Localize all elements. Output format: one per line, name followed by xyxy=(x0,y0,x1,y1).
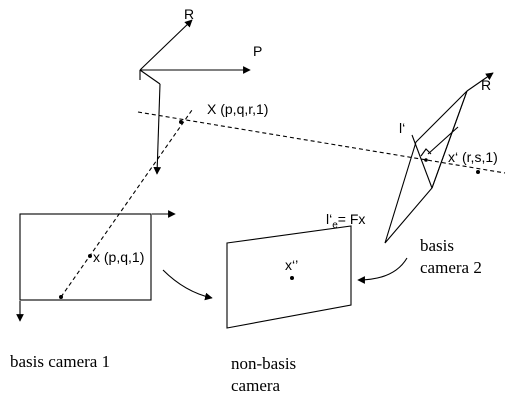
epipolar-line xyxy=(411,134,433,189)
right-angle-mark xyxy=(420,148,432,157)
camera2-caption-line1: basis xyxy=(420,236,454,255)
axis-p-label: P xyxy=(253,43,262,59)
camera1-center xyxy=(59,295,63,299)
camera3-caption-line1: non-basis xyxy=(231,354,296,373)
camera3-caption-line2: camera xyxy=(231,376,281,395)
camera1-caption: basis camera 1 xyxy=(10,352,110,371)
image-point-x3 xyxy=(290,276,294,280)
eq-sub: e xyxy=(332,220,338,231)
world-axes: R P xyxy=(139,6,262,175)
camera2-plane xyxy=(384,90,468,244)
world-point-x xyxy=(179,120,183,124)
camera2-axis-r xyxy=(466,72,494,92)
epipolar-equation: l‘e= Fx xyxy=(326,211,365,231)
ray-cam1 xyxy=(60,109,193,298)
image-point-x-label: x (p,q,1) xyxy=(93,249,144,265)
epipolar-line-label: l‘ xyxy=(399,120,405,136)
camera2-inner-line xyxy=(427,126,459,155)
image-point-x3-label: x‘’ xyxy=(285,257,298,273)
axis-z-line xyxy=(153,83,162,175)
ray-to-cam2 xyxy=(137,111,506,174)
world-point-label: X (p,q,r,1) xyxy=(207,101,268,117)
epipole-point xyxy=(476,170,480,174)
camera2-inner-line-2 xyxy=(431,90,468,189)
transfer-arrow-left xyxy=(162,269,213,301)
transfer-arrow-right xyxy=(357,257,408,284)
axis-r-line xyxy=(139,19,193,71)
image-point-x xyxy=(88,254,92,258)
axis-r-label: R xyxy=(184,6,194,22)
camera2-axis-r-label: R xyxy=(481,77,491,93)
image-point-x2 xyxy=(424,158,428,162)
eq-prefix: l‘ xyxy=(326,211,332,227)
image-point-x2-label: x‘ (r,s,1) xyxy=(448,149,498,165)
eq-suffix: = Fx xyxy=(338,211,366,227)
camera1-plane xyxy=(19,213,152,301)
camera2-caption-line2: camera 2 xyxy=(420,258,482,277)
axis-corner xyxy=(139,69,161,85)
camera3-plane xyxy=(226,225,352,329)
